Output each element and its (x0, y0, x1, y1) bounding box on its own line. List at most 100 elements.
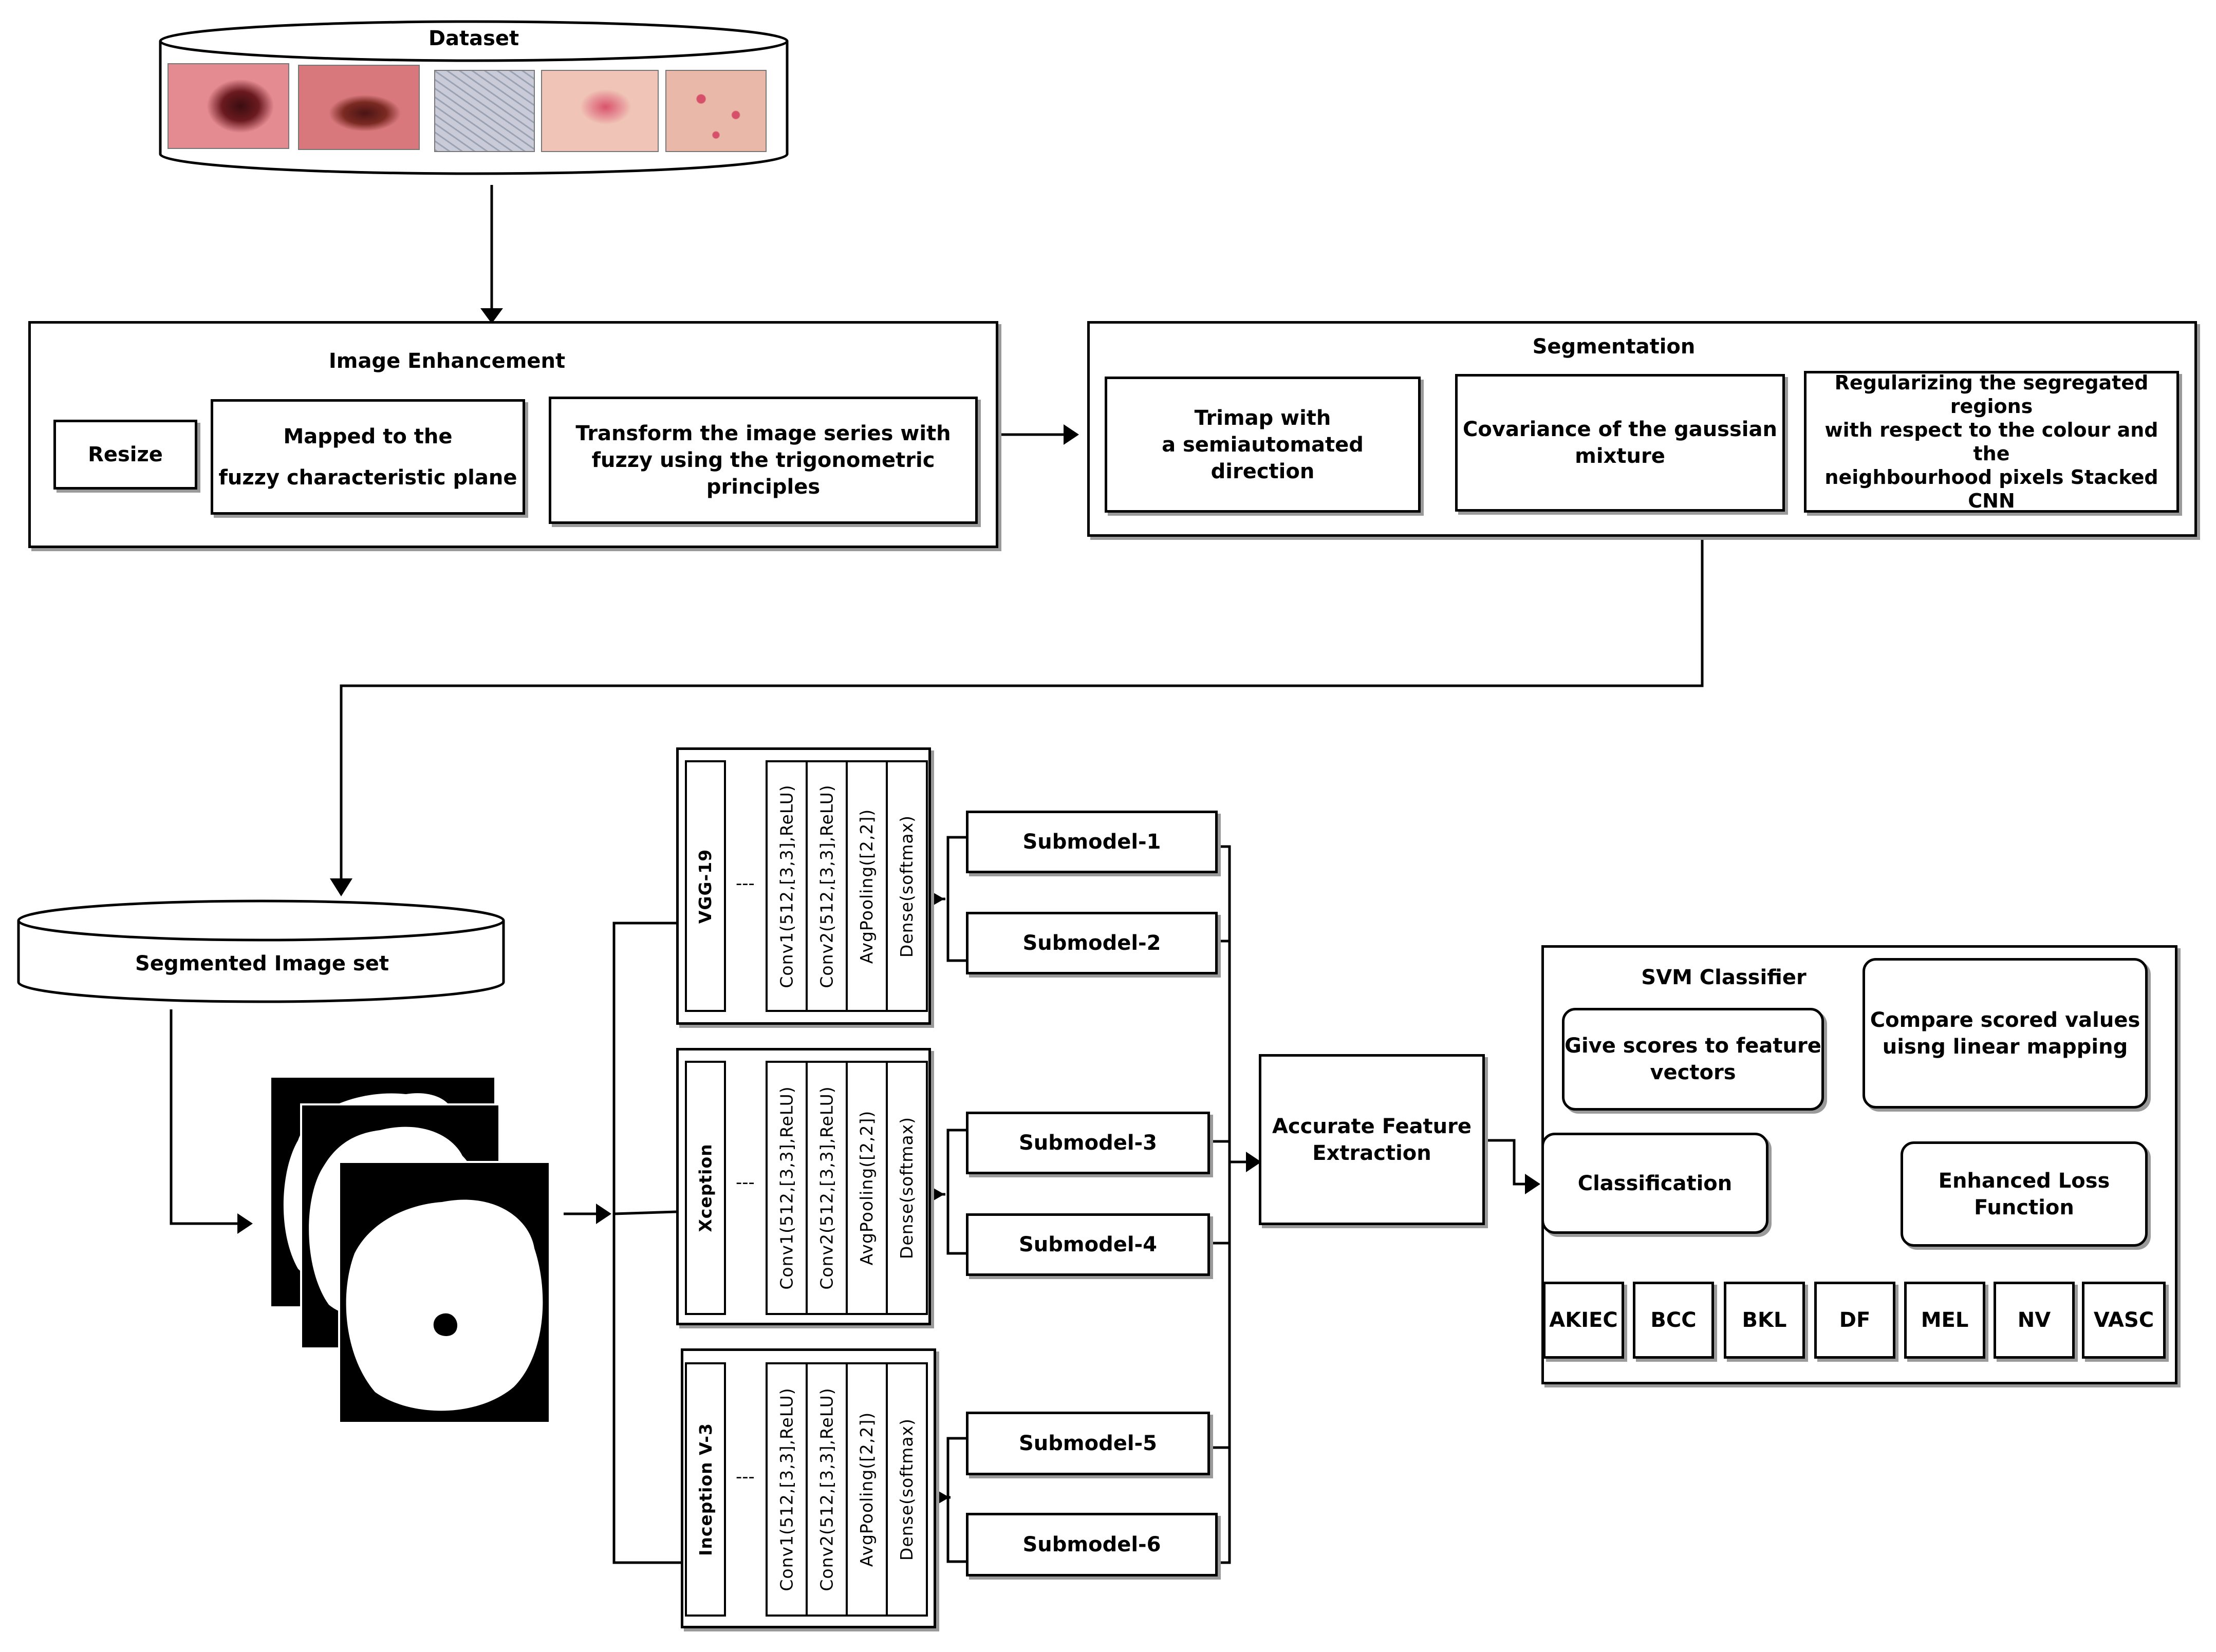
class-mel: MEL (1904, 1282, 1985, 1359)
fuzzy-plane-box: Mapped to the fuzzy characteristic plane (211, 399, 525, 515)
submodel-5: Submodel-5 (966, 1412, 1210, 1475)
class-akiec: AKIEC (1543, 1282, 1624, 1359)
enhanced-loss-box: Enhanced Loss Function (1901, 1141, 2148, 1247)
vgg19-name: VGG-19 (695, 849, 716, 924)
lesion-image-2 (298, 65, 420, 150)
vgg19-dense-label: Dense(softmax) (897, 815, 917, 958)
image-enhancement-title: Image Enhancement (328, 349, 566, 373)
xception-name-col: Xception (685, 1061, 726, 1315)
feature-extraction-box: Accurate Feature Extraction (1259, 1054, 1485, 1225)
resize-label: Resize (88, 443, 163, 466)
class-bcc-label: BCC (1650, 1308, 1697, 1332)
regularizing-line1: Regularizing the segregated regions (1834, 371, 2149, 418)
submodel-3: Submodel-3 (966, 1112, 1210, 1174)
trimap-line1: Trimap with (1194, 406, 1331, 430)
inception-pool: AvgPooling([2,2]) (846, 1362, 888, 1617)
lesion-image-3 (434, 70, 535, 152)
regularizing-line3: neighbourhood pixels Stacked CNN (1824, 466, 2158, 512)
regularizing-box: Regularizing the segregated regions with… (1804, 371, 2179, 513)
submodel-1: Submodel-1 (966, 811, 1218, 873)
fuzzy-plane-line1: Mapped to the (283, 424, 453, 448)
class-nv-label: NV (2017, 1308, 2051, 1332)
inception-name: Inception V-3 (695, 1423, 716, 1556)
svm-classifier-title: SVM Classifier (1641, 966, 1807, 989)
class-vasc-label: VASC (2093, 1308, 2154, 1332)
vgg19-conv2: Conv2(512,[3,3],ReLU) (806, 760, 848, 1012)
inception-dots: --- (736, 1467, 755, 1487)
fuzzy-plane-line2: fuzzy characteristic plane (218, 465, 517, 490)
class-nv: NV (1994, 1282, 2075, 1359)
enhanced-loss-label: Enhanced Loss Function (1938, 1169, 2110, 1219)
inception-dense: Dense(softmax) (886, 1362, 928, 1617)
submodel-6-label: Submodel-6 (1022, 1533, 1161, 1556)
covariance-line2: mixture (1575, 444, 1665, 468)
xception-name: Xception (695, 1143, 716, 1232)
transform-line1: Transform the image series with (575, 422, 951, 445)
class-bcc: BCC (1633, 1282, 1714, 1359)
vgg19-name-col: VGG-19 (685, 760, 726, 1012)
xception-pool-label: AvgPooling([2,2]) (856, 1110, 877, 1266)
vgg19-pool: AvgPooling([2,2]) (846, 760, 888, 1012)
inception-dense-label: Dense(softmax) (897, 1418, 917, 1561)
class-vasc: VASC (2082, 1282, 2166, 1359)
compare-line2: uisng linear mapping (1882, 1035, 2128, 1059)
inception-pool-label: AvgPooling([2,2]) (856, 1412, 877, 1567)
inception-conv1: Conv1(512,[3,3],ReLU) (766, 1362, 808, 1617)
lesion-image-5 (665, 70, 767, 152)
vgg19-conv2-label: Conv2(512,[3,3],ReLU) (816, 784, 837, 988)
dataset-title: Dataset (428, 27, 519, 50)
classification-box: Classification (1541, 1133, 1768, 1234)
compare-line1: Compare scored values (1870, 1008, 2140, 1032)
class-bkl-label: BKL (1742, 1308, 1787, 1332)
xception-dense: Dense(softmax) (886, 1061, 928, 1315)
regularizing-line2: with respect to the colour and the (1824, 419, 2158, 465)
submodel-3-label: Submodel-3 (1019, 1131, 1157, 1155)
vgg19-conv1-label: Conv1(512,[3,3],ReLU) (776, 784, 797, 988)
xception-dense-label: Dense(softmax) (897, 1116, 917, 1260)
inception-conv2-label: Conv2(512,[3,3],ReLU) (816, 1387, 837, 1591)
transform-line2: fuzzy using the trigonometric principles (591, 448, 935, 499)
class-bkl: BKL (1724, 1282, 1805, 1359)
xception-conv1: Conv1(512,[3,3],ReLU) (766, 1061, 808, 1315)
xception-block (676, 1048, 931, 1325)
class-akiec-label: AKIEC (1549, 1308, 1618, 1332)
xception-dots: --- (736, 1172, 755, 1193)
vgg19-dots: --- (736, 873, 755, 894)
scores-box: Give scores to feature vectors (1562, 1008, 1824, 1111)
submodel-6: Submodel-6 (966, 1513, 1218, 1576)
trimap-line2: a semiautomated direction (1162, 433, 1364, 483)
segmented-image-set-title: Segmented Image set (135, 952, 389, 975)
covariance-line1: Covariance of the gaussian (1463, 418, 1777, 441)
scores-line1: Give scores to feature (1565, 1034, 1821, 1058)
feature-line1: Accurate Feature (1272, 1114, 1472, 1138)
submodel-4: Submodel-4 (966, 1213, 1210, 1276)
xception-conv2: Conv2(512,[3,3],ReLU) (806, 1061, 848, 1315)
submodel-1-label: Submodel-1 (1022, 830, 1161, 854)
segmentation-title: Segmentation (1532, 335, 1696, 359)
class-df-label: DF (1839, 1308, 1871, 1332)
feature-line2: Extraction (1312, 1141, 1431, 1165)
submodel-4-label: Submodel-4 (1019, 1233, 1157, 1256)
trigonometric-transform-box: Transform the image series with fuzzy us… (549, 397, 978, 524)
vgg19-block (676, 747, 931, 1025)
resize-box: Resize (53, 420, 197, 490)
submodel-2: Submodel-2 (966, 912, 1218, 974)
vgg19-dense: Dense(softmax) (886, 760, 928, 1012)
vgg19-pool-label: AvgPooling([2,2]) (856, 809, 877, 964)
inception-conv2: Conv2(512,[3,3],ReLU) (806, 1362, 848, 1617)
inception-conv1-label: Conv1(512,[3,3],ReLU) (776, 1387, 797, 1591)
class-mel-label: MEL (1921, 1308, 1969, 1332)
xception-conv2-label: Conv2(512,[3,3],ReLU) (816, 1086, 837, 1290)
xception-conv1-label: Conv1(512,[3,3],ReLU) (776, 1086, 797, 1290)
inception-name-col: Inception V-3 (685, 1362, 726, 1617)
compare-box: Compare scored values uisng linear mappi… (1863, 958, 2148, 1109)
submodel-2-label: Submodel-2 (1022, 931, 1161, 955)
trimap-box: Trimap with a semiautomated direction (1105, 377, 1421, 513)
gaussian-covariance-box: Covariance of the gaussian mixture (1455, 374, 1785, 512)
vgg19-conv1: Conv1(512,[3,3],ReLU) (766, 760, 808, 1012)
classification-label: Classification (1577, 1171, 1733, 1195)
lesion-image-4 (541, 70, 659, 152)
scores-line2: vectors (1650, 1061, 1736, 1084)
lesion-image-1 (167, 63, 289, 149)
inception-block (681, 1348, 936, 1628)
